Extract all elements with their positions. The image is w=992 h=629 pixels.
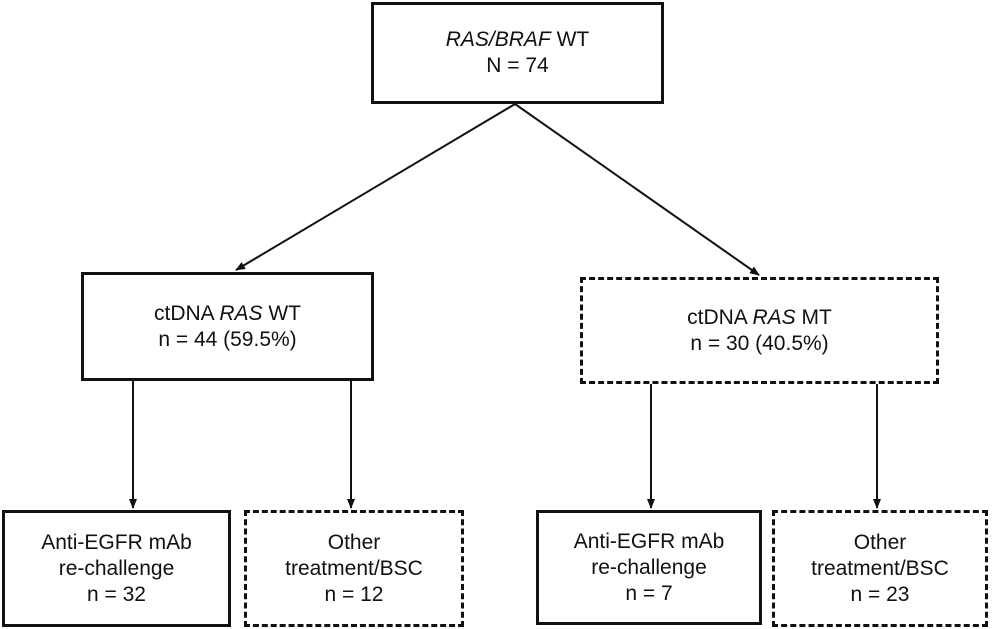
- leaf-line1: Anti-EGFR mAb: [573, 529, 725, 553]
- left-branch-node: ctDNA RAS WT n = 44 (59.5%): [81, 272, 374, 381]
- leaf-node-other-wt: Other treatment/BSC n = 12: [244, 510, 464, 627]
- left-branch-title: ctDNA RAS WT: [153, 301, 302, 325]
- root-count: N = 74: [486, 54, 549, 77]
- root-node: RAS/BRAF WT N = 74: [371, 2, 664, 104]
- leaf-node-anti-egfr-mt: Anti-EGFR mAb re-challenge n = 7: [536, 510, 762, 625]
- leaf-line1: Other: [853, 530, 907, 554]
- leaf-line2: treatment/BSC: [811, 556, 949, 580]
- leaf-count: n = 23: [850, 582, 910, 606]
- leaf-line2: treatment/BSC: [285, 556, 423, 580]
- right-branch-title: ctDNA RAS MT: [687, 305, 832, 329]
- leaf-line2: re-challenge: [591, 555, 707, 579]
- leaf-count: n = 7: [625, 581, 673, 605]
- right-branch-count: n = 30 (40.5%): [690, 331, 829, 355]
- left-branch-count: n = 44 (59.5%): [158, 327, 297, 351]
- leaf-line1: Anti-EGFR mAb: [41, 530, 192, 554]
- root-title: RAS/BRAF WT: [445, 28, 590, 51]
- leaf-line2: re-challenge: [58, 556, 175, 580]
- leaf-count: n = 12: [324, 582, 384, 606]
- arrow-root-to-left: [235, 103, 516, 271]
- right-branch-node: ctDNA RAS MT n = 30 (40.5%): [580, 277, 939, 384]
- leaf-node-anti-egfr-wt: Anti-EGFR mAb re-challenge n = 32: [2, 510, 231, 627]
- leaf-node-other-mt: Other treatment/BSC n = 23: [772, 510, 988, 627]
- leaf-line1: Other: [327, 530, 381, 554]
- leaf-count: n = 32: [87, 582, 146, 606]
- arrow-root-to-right: [514, 103, 760, 276]
